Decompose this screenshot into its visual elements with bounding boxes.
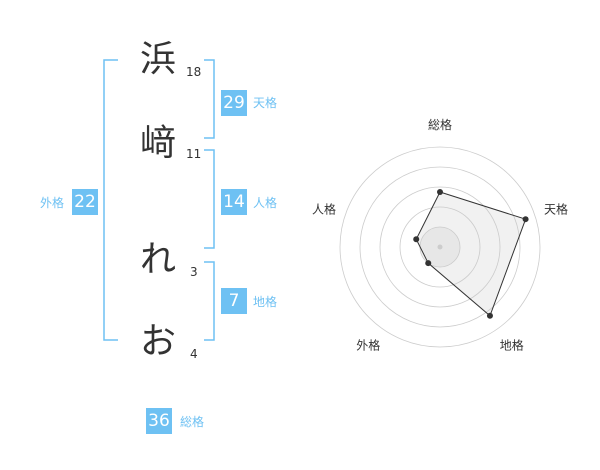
radar-point-1 <box>522 216 529 223</box>
radar-point-4 <box>413 236 420 243</box>
name-char-4: お <box>140 321 177 362</box>
tenkaku-label: 天格 <box>253 96 278 110</box>
stroke-count-1: 18 <box>186 65 202 79</box>
radar-ring <box>399 206 481 288</box>
radar-ring <box>359 166 521 328</box>
radar-point-0 <box>437 189 443 195</box>
name-char-1: 浜 <box>140 39 177 80</box>
chikaku-value: 7 <box>221 288 247 314</box>
radar-ring <box>339 146 541 348</box>
radar-point-2 <box>486 312 493 319</box>
stroke-count-2: 11 <box>186 147 202 161</box>
radar-point-3 <box>425 260 432 267</box>
radar-axis-label: 天格 <box>544 201 568 216</box>
name-char-2: 﨑 <box>140 123 177 164</box>
stroke-count-4: 4 <box>190 347 198 361</box>
soukaku-label: 総格 <box>180 415 205 429</box>
gaikaku-value: 22 <box>72 189 98 215</box>
soukaku-value: 36 <box>146 408 172 434</box>
radar-axis-label: 地格 <box>500 338 524 353</box>
jinkaku-label: 人格 <box>253 196 278 210</box>
jinkaku-value: 14 <box>221 189 247 215</box>
radar-axis-label: 総格 <box>428 117 452 132</box>
stroke-count-3: 3 <box>190 265 198 279</box>
radar-center <box>437 244 443 250</box>
gaikaku-label: 外格 <box>40 196 65 210</box>
radar-polygon <box>415 191 527 317</box>
radar-ring <box>379 186 501 308</box>
radar-axis-label: 外格 <box>356 338 380 353</box>
chikaku-label: 地格 <box>253 295 278 309</box>
radar-axis-label: 人格 <box>312 201 336 216</box>
tenkaku-value: 29 <box>221 90 247 116</box>
name-char-3: れ <box>140 239 177 280</box>
